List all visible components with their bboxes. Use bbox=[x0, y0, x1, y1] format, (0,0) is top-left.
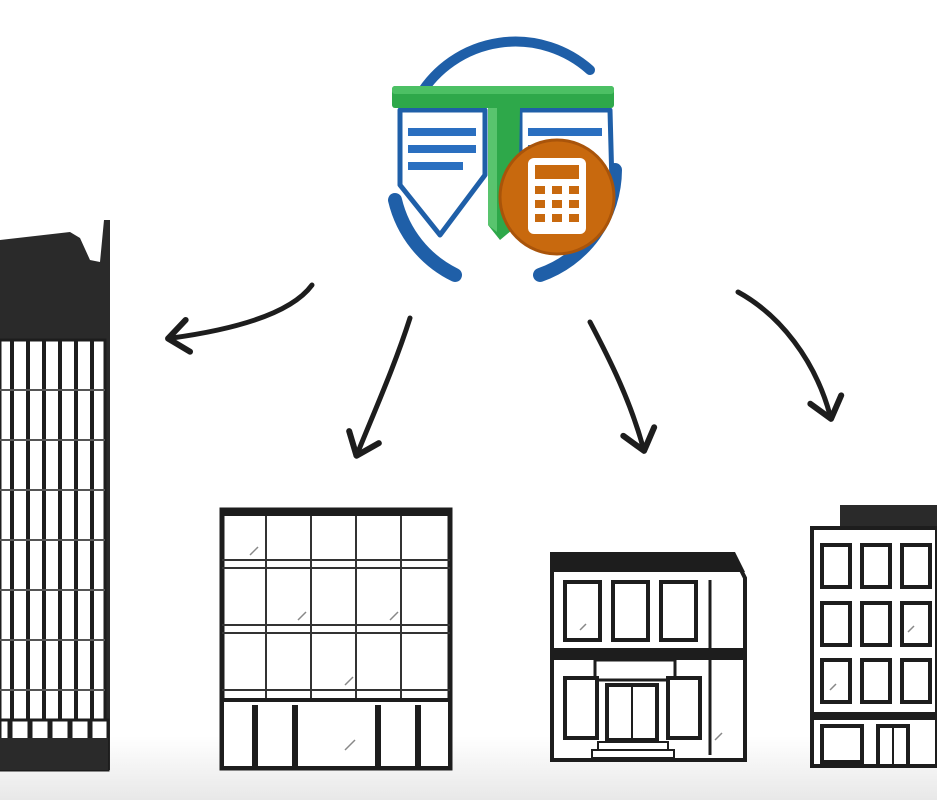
arrow-to-skyscraper bbox=[165, 282, 315, 355]
small-shop-building-icon bbox=[550, 552, 747, 762]
apartment-building-icon bbox=[810, 505, 937, 768]
arrows-group bbox=[165, 282, 845, 459]
arrow-to-office-building bbox=[346, 315, 413, 459]
arrow-to-apartment-building bbox=[735, 289, 845, 422]
office-building-icon bbox=[219, 507, 453, 771]
calculator-icon bbox=[498, 138, 616, 256]
accounting-logo-icon bbox=[388, 36, 622, 282]
skyscraper-icon bbox=[0, 220, 110, 772]
arrow-to-small-shop bbox=[587, 319, 658, 454]
